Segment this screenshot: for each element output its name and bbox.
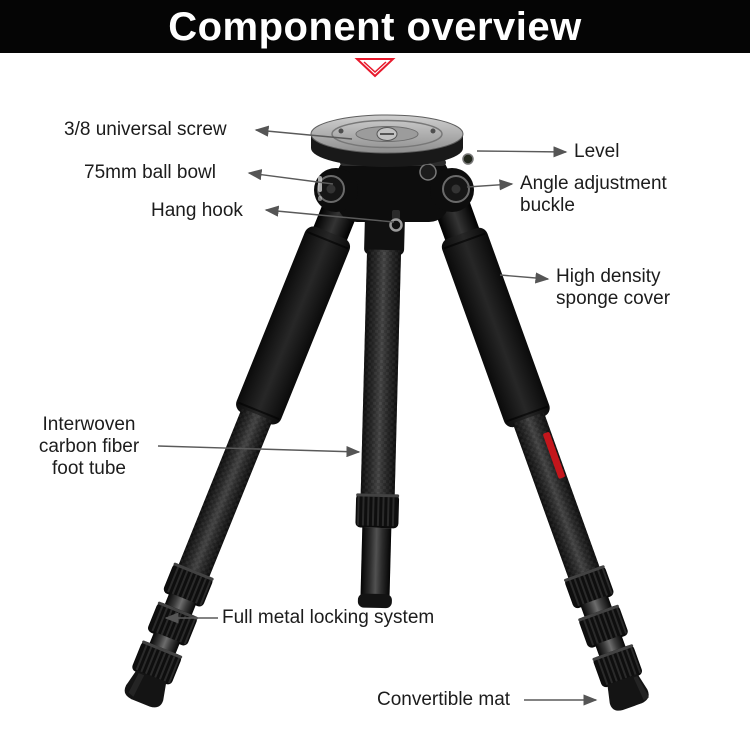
callout-arrow [499,272,550,284]
callout-convertible-mat: Convertible mat [377,689,510,711]
callout-line: Full metal locking system [222,607,435,628]
hang-hook-icon [389,218,403,232]
callout-foot-tube: Interwoven carbon fiber foot tube [20,414,158,480]
callout-line: Angle adjustment [520,173,667,194]
callout-line: Interwoven [42,414,136,435]
callout-arrow [476,146,568,158]
callout-sponge-cover: High density sponge cover [556,266,670,310]
callout-arrow [254,125,353,140]
callout-arrow [264,205,395,223]
tripod-right-leg [430,185,650,711]
brand-mark [318,176,322,192]
brand-strip-red [543,432,565,479]
callout-universal-screw: 3/8 universal screw [64,119,227,141]
mounting-plate [310,114,474,167]
callout-level: Level [574,141,619,163]
callout-line: buckle [520,195,575,216]
red-triangle-icon [354,58,396,78]
tripod-center-leg [355,214,405,609]
callout-line: Level [574,141,620,162]
callout-hang-hook: Hang hook [151,200,243,222]
bubble-level [462,153,474,165]
angle-buckle-knob-center [419,163,437,181]
callout-arrow [466,179,514,191]
callout-line: Convertible mat [377,689,511,710]
title-banner: Component overview [0,0,750,53]
callout-locking-system: Full metal locking system [222,607,434,629]
tripod-left-leg [124,185,364,708]
leg-lock-ring [564,565,614,609]
callout-line: 75mm ball bowl [84,162,216,183]
callout-line: foot tube [52,458,126,479]
callout-line: Hang hook [151,200,243,221]
callout-arrow [247,169,334,185]
callout-ball-bowl: 75mm ball bowl [84,162,216,184]
page-title: Component overview [168,5,582,49]
callout-line: carbon fiber [38,436,140,457]
callout-line: 3/8 universal screw [64,119,227,140]
callout-arrow [157,445,361,458]
leg-lock-ring [592,644,642,688]
leg-lock-ring [578,604,628,648]
callout-angle-buckle: Angle adjustment buckle [520,173,667,217]
hang-hook-stem [392,210,400,220]
callout-line: sponge cover [556,288,671,309]
callout-line: High density [556,266,661,287]
callout-arrows [157,125,598,706]
rubber-foot [124,669,167,708]
